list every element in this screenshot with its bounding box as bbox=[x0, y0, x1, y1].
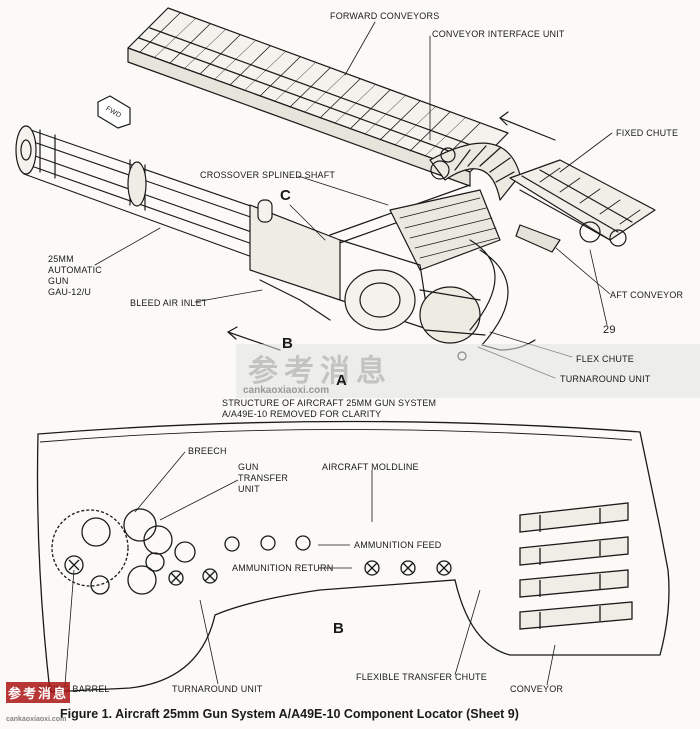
conveyor-rounds bbox=[519, 502, 633, 630]
marker-c: C bbox=[280, 187, 291, 204]
label-firing-barrel: FIRING BARREL bbox=[38, 684, 110, 694]
label-aft-conveyor: AFT CONVEYOR bbox=[610, 290, 684, 300]
label-turnaround-unit-a: TURNAROUND UNIT bbox=[560, 374, 651, 384]
aft-conveyor bbox=[509, 159, 656, 253]
fwd-arrow-icon bbox=[97, 95, 131, 129]
label-forward-conveyors: FORWARD CONVEYORS bbox=[330, 11, 440, 21]
watermark-logo-url: cankaoxiaoxi.com bbox=[6, 716, 67, 723]
view-a-label: A bbox=[336, 372, 347, 389]
label-fixed-chute: FIXED CHUTE bbox=[616, 128, 679, 138]
note-line2: A/A49E-10 REMOVED FOR CLARITY bbox=[222, 409, 382, 419]
watermark-logo-cn: 参考消息 bbox=[6, 682, 71, 703]
label-flexible-transfer-chute: FLEXIBLE TRANSFER CHUTE bbox=[356, 672, 487, 682]
label-gun-transfer-3: UNIT bbox=[238, 484, 260, 494]
forward-conveyors bbox=[127, 7, 509, 187]
label-gun-line1: 25MM bbox=[48, 254, 74, 264]
ammunition-return-rounds bbox=[168, 560, 452, 586]
label-aircraft-moldline: AIRCRAFT MOLDLINE bbox=[322, 462, 419, 472]
label-conveyor-interface-unit: CONVEYOR INTERFACE UNIT bbox=[432, 29, 565, 39]
label-gun-transfer-1: GUN bbox=[238, 462, 259, 472]
label-turnaround-unit-b: TURNAROUND UNIT bbox=[172, 684, 263, 694]
watermark-text-cn: 参考消息 bbox=[248, 354, 392, 389]
label-crossover-splined-shaft: CROSSOVER SPLINED SHAFT bbox=[200, 170, 336, 180]
note-line1: STRUCTURE OF AIRCRAFT 25MM GUN SYSTEM bbox=[222, 398, 437, 408]
label-gun-line4: GAU-12/U bbox=[48, 287, 92, 297]
gun-receiver bbox=[249, 199, 536, 361]
watermark-url: cankaoxiaoxi.com bbox=[243, 385, 330, 396]
reference-number: 29 bbox=[603, 324, 616, 336]
label-conveyor: CONVEYOR bbox=[510, 684, 564, 694]
figure-caption: Figure 1. Aircraft 25mm Gun System A/A49… bbox=[60, 707, 519, 721]
label-ammunition-return: AMMUNITION RETURN bbox=[232, 563, 334, 573]
label-ammunition-feed: AMMUNITION FEED bbox=[354, 540, 442, 550]
gun-barrel-cluster bbox=[15, 125, 269, 259]
crossover-splined-shaft bbox=[329, 184, 501, 271]
view-b-label: B bbox=[333, 620, 344, 637]
watermark-band bbox=[236, 344, 700, 398]
marker-b: B bbox=[282, 335, 293, 352]
label-bleed-air-inlet: BLEED AIR INLET bbox=[130, 298, 208, 308]
label-flex-chute: FLEX CHUTE bbox=[576, 354, 635, 364]
label-breech: BREECH bbox=[188, 446, 227, 456]
direction-arrow-icon bbox=[499, 117, 556, 141]
label-gun-line3: GUN bbox=[48, 276, 69, 286]
label-gun-line2: AUTOMATIC bbox=[48, 265, 102, 275]
label-gun-transfer-2: TRANSFER bbox=[238, 473, 289, 483]
cross-section-view-b bbox=[36, 420, 670, 693]
